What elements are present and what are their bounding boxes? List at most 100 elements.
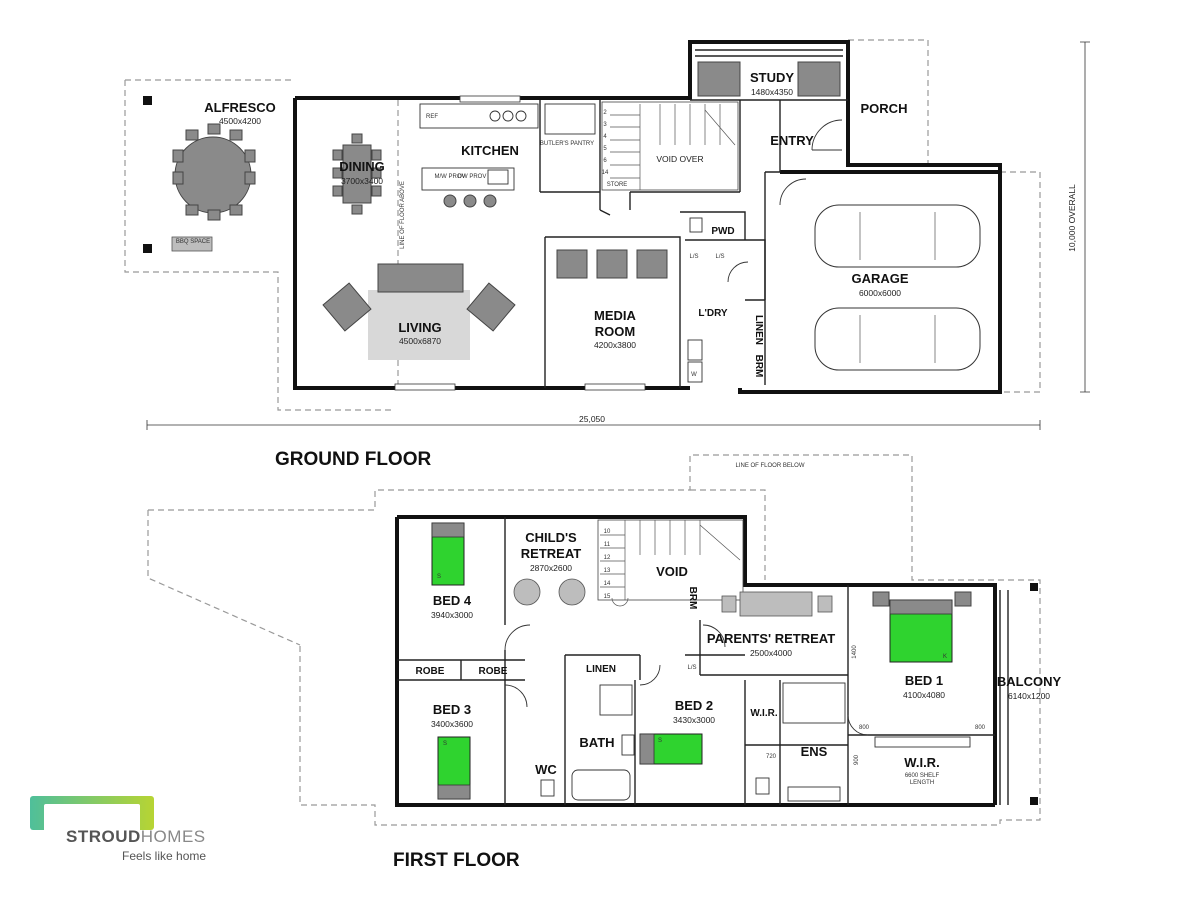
svg-text:2: 2 xyxy=(603,110,607,116)
logo-tagline: Feels like home xyxy=(122,849,207,863)
living-size: 4500x6870 xyxy=(399,336,441,346)
wir2-note-2: LENGTH xyxy=(910,780,934,786)
dw-label: DW PROV xyxy=(458,174,487,180)
kitchen-walls xyxy=(539,100,741,216)
bathtub xyxy=(571,769,631,801)
bed-4-furniture: S xyxy=(431,522,465,586)
washer xyxy=(687,361,703,383)
first-outer-wall xyxy=(395,515,997,807)
dining-chairs xyxy=(332,133,382,215)
linen-label: LINEN xyxy=(753,315,764,345)
living-label: LIVING xyxy=(398,320,441,335)
media-walls xyxy=(544,236,681,388)
robe-label: ROBE xyxy=(416,666,445,677)
overall-width: 25,050 xyxy=(579,414,605,424)
ls-label: L/S xyxy=(687,665,696,671)
ls-label: L/S xyxy=(689,254,698,260)
outdoor-table xyxy=(174,136,252,214)
side-table xyxy=(817,595,833,613)
alfresco-size: 4500x4200 xyxy=(219,116,261,126)
door xyxy=(639,664,661,686)
linen-label: LINEN xyxy=(586,664,616,675)
garage-label: GARAGE xyxy=(851,271,908,286)
dim-1400: 1400 xyxy=(852,645,858,659)
ground-outer-wall xyxy=(293,40,1002,394)
svg-text:11: 11 xyxy=(604,542,611,548)
side-table xyxy=(721,595,737,613)
media-seat xyxy=(636,249,668,279)
door xyxy=(702,624,726,648)
svg-text:6: 6 xyxy=(603,158,607,164)
bed-3-furniture: S xyxy=(437,736,471,800)
mw-label: M/W PROV xyxy=(435,174,466,180)
pantry-bench xyxy=(544,103,596,135)
childs-retreat-label-2: RETREAT xyxy=(521,546,581,561)
ground-floor-title: GROUND FLOOR xyxy=(275,449,431,470)
butlers-label: BUTLER'S PANTRY xyxy=(540,141,594,147)
inner-dash xyxy=(690,489,766,580)
study-window xyxy=(695,49,843,57)
svg-text:10: 10 xyxy=(604,529,611,535)
alfresco-label: ALFRESCO xyxy=(204,100,276,115)
svg-text:12: 12 xyxy=(604,555,611,561)
dining-size: 3700x3400 xyxy=(341,176,383,186)
brand-bold: STROUD xyxy=(66,827,141,846)
cooktop xyxy=(502,110,514,122)
logo-mark-cutout xyxy=(44,804,140,830)
armchair xyxy=(322,282,372,332)
dining-table xyxy=(342,144,372,204)
svg-text:15: 15 xyxy=(604,594,611,600)
wir-label: W.I.R. xyxy=(750,708,777,719)
toilet xyxy=(540,779,555,797)
ls-label: L/S xyxy=(715,254,724,260)
bed4-label: BED 4 xyxy=(433,593,472,608)
door xyxy=(847,714,869,736)
window xyxy=(584,383,646,391)
post xyxy=(143,244,152,253)
bed2-label: BED 2 xyxy=(675,698,713,713)
stair-numbers: 2 3 4 5 6 14 xyxy=(602,110,609,176)
childs-retreat-label-1: CHILD'S xyxy=(525,530,577,545)
dining-label: DINING xyxy=(339,159,385,174)
store-label: STORE xyxy=(607,182,628,188)
bed3-size: 3400x3600 xyxy=(431,719,473,729)
dim-800: 800 xyxy=(975,725,986,731)
window xyxy=(394,383,456,391)
retreat-chair xyxy=(513,578,541,606)
outdoor-chairs xyxy=(172,123,256,221)
stroud-homes-logo: STROUDHOMES Feels like home xyxy=(30,796,230,866)
garage-cars xyxy=(814,204,981,371)
ensuite-vanity xyxy=(787,786,841,802)
bed3-label: BED 3 xyxy=(433,702,471,717)
svg-text:14: 14 xyxy=(604,581,611,587)
dim-800: 800 xyxy=(859,725,870,731)
brm-label: BRM xyxy=(753,355,764,378)
bed2-size: 3430x3000 xyxy=(673,715,715,725)
wir2-note-1: 6600 SHELF xyxy=(905,773,940,779)
cooktop xyxy=(489,110,501,122)
media-label-2: ROOM xyxy=(595,324,635,339)
wc-label: WC xyxy=(535,762,557,777)
study-size: 1480x4350 xyxy=(751,87,793,97)
first-stairs xyxy=(597,519,744,607)
door xyxy=(504,684,528,708)
laundry-label: L'DRY xyxy=(698,308,728,319)
bed-2-furniture: S xyxy=(639,733,703,765)
kitchen-label: KITCHEN xyxy=(461,143,519,158)
media-seat xyxy=(596,249,628,279)
laundry-door xyxy=(727,261,749,283)
ground-stairs xyxy=(601,101,739,191)
w-label: W xyxy=(691,372,697,378)
entry-walls xyxy=(764,100,781,300)
study-desk xyxy=(697,61,741,97)
garage-door-swing xyxy=(779,178,807,206)
retreat-chair xyxy=(558,578,586,606)
entry-door xyxy=(811,119,843,151)
vanity xyxy=(621,734,635,756)
parents-sofa xyxy=(739,591,813,617)
parents-retreat-size: 2500x4000 xyxy=(750,648,792,658)
toilet xyxy=(755,777,770,795)
bbq-label: BBQ SPACE xyxy=(176,239,210,245)
window xyxy=(459,95,521,103)
depth-dimension-line xyxy=(1080,41,1090,393)
